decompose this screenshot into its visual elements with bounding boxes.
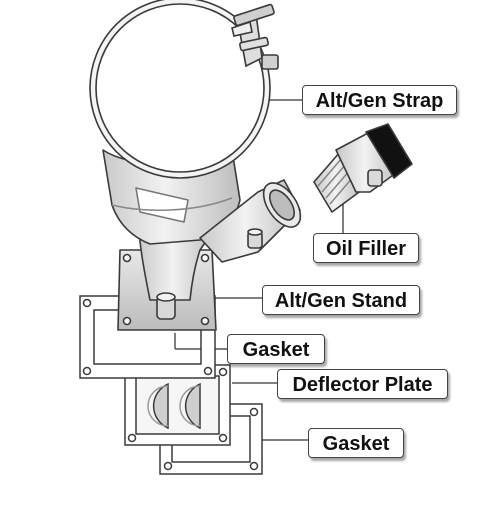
label-alt-gen-stand: Alt/Gen Stand [262, 285, 420, 315]
oil-filler-part [313, 123, 413, 213]
label-alt-gen-strap: Alt/Gen Strap [302, 85, 457, 115]
alt-gen-strap-part [89, 0, 279, 179]
alt-gen-stand-part [102, 149, 302, 331]
label-oil-filler: Oil Filler [313, 233, 419, 263]
label-gasket-bottom: Gasket [308, 428, 404, 458]
label-deflector-plate: Deflector Plate [277, 369, 448, 399]
deflector-plate-part [124, 364, 231, 446]
label-gasket-top: Gasket [227, 334, 325, 364]
